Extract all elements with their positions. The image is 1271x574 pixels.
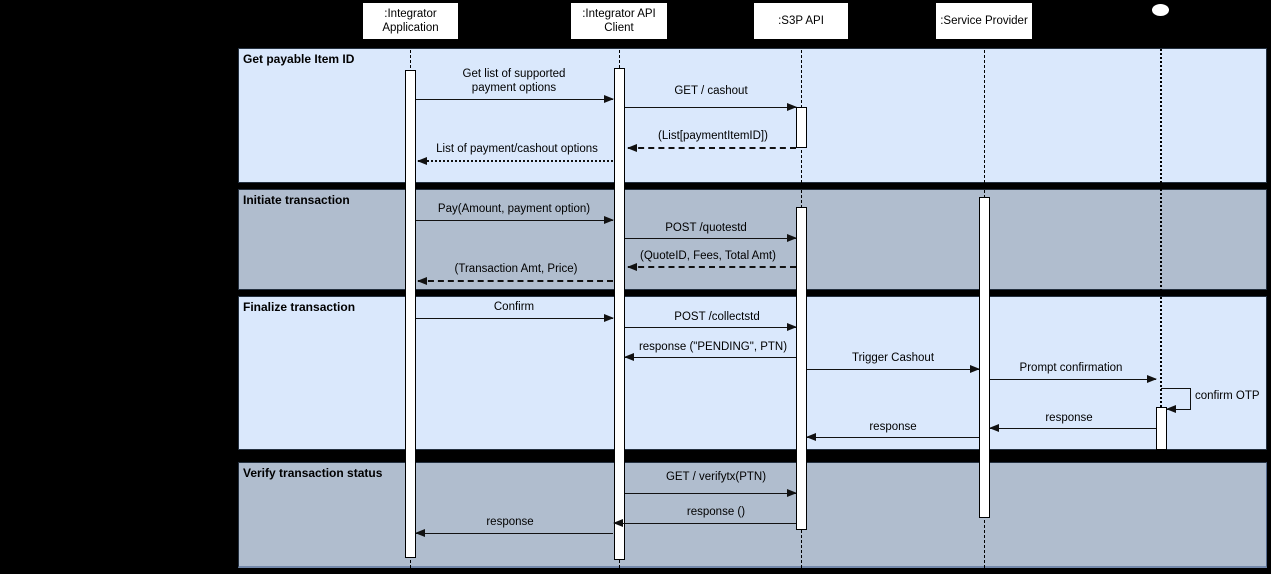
msg-post-collectstd (625, 322, 797, 331)
msg-response-otp-label: response (1045, 412, 1093, 424)
section-title-initiate-transaction: Initiate transaction (243, 193, 350, 207)
msg-response-verify (613, 518, 796, 527)
arrowhead-left-icon (627, 262, 637, 271)
section-band-get-payable-item-id (238, 48, 1267, 183)
msg-response-verify-label: response () (686, 506, 746, 518)
msg-list-paymentitemid-label: (List[paymentItemID]) (658, 130, 768, 142)
msg-prompt-confirmation (990, 374, 1157, 383)
msg-confirm-label: Confirm (493, 301, 535, 313)
activation-integrator-application (405, 70, 416, 558)
msg-get-payment-options-label: Get list of supported payment options (462, 68, 566, 94)
msg-list-options-return (417, 156, 613, 165)
msg-pay-label: Pay(Amount, payment option) (437, 203, 591, 215)
arrowhead-right-icon (787, 102, 797, 111)
activation-integrator-api-client (614, 68, 625, 560)
msg-confirm-otp-out (1161, 388, 1191, 389)
arrowhead-left-icon (613, 518, 623, 527)
section-title-verify-transaction-status: Verify transaction status (243, 466, 383, 480)
participant-integrator-api-client: :Integrator API Client (570, 2, 668, 40)
section-band-initiate-transaction (238, 189, 1267, 290)
arrowhead-right-icon (787, 488, 797, 497)
msg-response-pending-label: response ("PENDING", PTN) (638, 341, 788, 353)
msg-trigger-cashout-label: Trigger Cashout (851, 352, 935, 364)
participant-s3p-api: :S3P API (753, 2, 849, 40)
msg-post-quotestd (625, 233, 797, 242)
activation-service-provider (979, 197, 990, 518)
msg-response-final (415, 528, 613, 537)
msg-prompt-confirmation-label: Prompt confirmation (1019, 362, 1123, 374)
end-user-dot-icon (1152, 4, 1169, 16)
msg-confirm-otp-label: confirm OTP (1195, 390, 1260, 402)
arrowhead-right-icon (970, 364, 980, 373)
msg-post-quotestd-label: POST /quotestd (665, 222, 747, 234)
arrowhead-left-icon (989, 423, 999, 432)
msg-get-cashout (625, 102, 797, 111)
msg-quote-return-label: (QuoteID, Fees, Total Amt) (640, 250, 776, 262)
arrowhead-right-icon (604, 313, 614, 322)
section-title-get-payable-item-id: Get payable Item ID (243, 52, 355, 66)
participant-service-provider: :Service Provider (935, 2, 1033, 40)
activation-s3p-api-2 (796, 207, 807, 530)
arrowhead-right-icon (604, 94, 614, 103)
lifeline-end-user (1160, 16, 1162, 455)
arrowhead-left-icon (806, 432, 816, 441)
arrowhead-right-icon (787, 322, 797, 331)
arrowhead-right-icon (604, 215, 614, 224)
msg-confirm (416, 313, 614, 322)
msg-transaction-return (417, 276, 613, 285)
msg-get-cashout-label: GET / cashout (674, 85, 748, 97)
arrowhead-right-icon (1147, 374, 1157, 383)
arrowhead-left-icon (624, 352, 634, 361)
msg-confirm-otp-drop (1190, 388, 1191, 409)
msg-quote-return (627, 262, 796, 271)
msg-trigger-cashout (807, 364, 980, 373)
msg-transaction-return-label: (Transaction Amt, Price) (454, 263, 578, 275)
msg-response-otp (989, 423, 1156, 432)
participant-integrator-application: :Integrator Application (362, 2, 459, 40)
msg-response-final-label: response (486, 516, 534, 528)
msg-get-payment-options (416, 94, 614, 103)
arrowhead-left-icon (627, 143, 637, 152)
arrowhead-right-icon (787, 233, 797, 242)
msg-confirm-otp-back (1166, 404, 1191, 413)
msg-pay (416, 215, 614, 224)
arrowhead-left-icon (417, 156, 427, 165)
activation-s3p-api-1 (796, 107, 807, 148)
msg-get-verifytx (625, 488, 797, 497)
msg-list-options-return-label: List of payment/cashout options (436, 143, 598, 155)
msg-get-verifytx-label: GET / verifytx(PTN) (665, 471, 767, 483)
msg-response-sp-label: response (869, 421, 917, 433)
arrowhead-left-icon (1166, 404, 1176, 413)
msg-response-sp (806, 432, 979, 441)
msg-list-paymentitemid (627, 143, 796, 152)
msg-post-collectstd-label: POST /collectstd (674, 311, 760, 323)
arrowhead-left-icon (415, 528, 425, 537)
msg-response-pending (624, 352, 796, 361)
activation-end-user (1156, 407, 1167, 450)
arrowhead-left-icon (417, 276, 427, 285)
section-title-finalize-transaction: Finalize transaction (243, 300, 356, 314)
